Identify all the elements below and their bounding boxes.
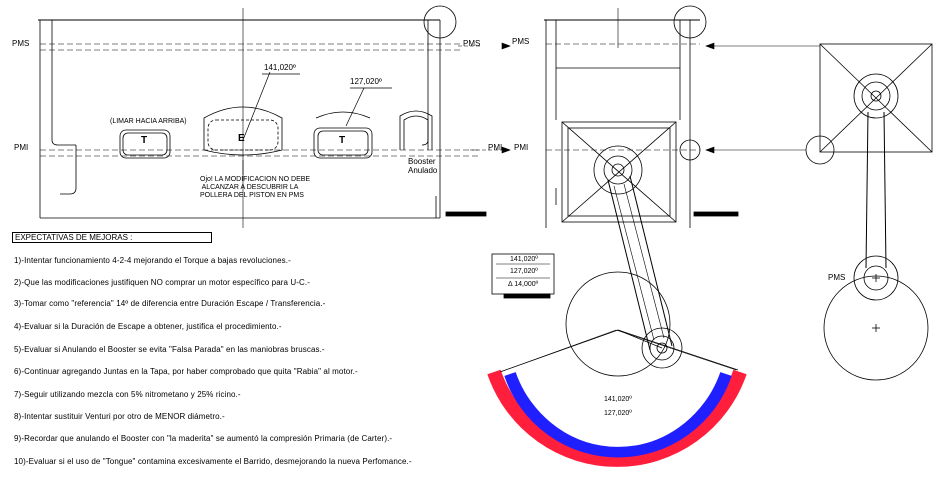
box-angle-delta: Δ 14,000º [508,281,539,288]
booster-label-2: Anulado [408,166,438,175]
pmi-label-left: PMI [14,143,29,152]
timing-arcs [487,329,747,467]
port-t-right: T [339,135,346,146]
expectativa-item: 2)-Que las modificaciones justifiquen NO… [14,278,311,287]
angle-box [491,253,555,299]
expectativa-item: 6)-Continuar agregando Juntas en la Tapa… [14,367,358,376]
engine-front-view [805,43,933,381]
arc-angle-small: 127,020º [604,410,632,417]
booster-label-1: Booster [408,157,436,166]
pms-label-left: PMS [12,39,30,48]
pms-label-right: PMS [828,273,846,282]
piston-note: Ojo! LA MODIFICACION NO DEBE ALCANZAR A … [200,176,311,200]
expectativa-item: 3)-Tomar como "referencia" 14º de difere… [14,299,326,308]
pmi-label-mid: PMI [514,143,529,152]
arc-angle-large: 141,020º [604,396,632,403]
cylinder-development [38,5,487,228]
pms-label-mid-left: PMS [463,39,481,48]
piston-note-line-1: Ojo! LA MODIFICACION NO DEBE [200,176,311,183]
pms-label-mid: PMS [512,37,530,46]
angle-label-large: 141,020º [264,63,296,72]
piston-note-line-3: POLLERA DEL PISTON EN PMS [200,192,304,199]
expectativas-title: EXPECTATIVAS DE MEJORAS : [12,232,212,243]
engine-side-view [499,5,739,377]
reference-arrows [458,42,820,154]
expectativa-item: 10)-Evaluar si el uso de "Tongue" contam… [14,457,412,466]
pmi-label-mid-left: PMI [488,143,503,152]
expectativa-item: 9)-Recordar que anulando el Booster con … [14,434,393,443]
expectativa-item: 1)-Intentar funcionamiento 4-2-4 mejoran… [14,256,291,265]
expectativa-item: 7)-Seguir utilizando mezcla con 5% nitro… [14,390,241,399]
expectativa-item: 5)-Evaluar si Anulando el Booster se evi… [14,345,325,354]
port-t-left: T [141,135,148,146]
piston-note-line-2: ALCANZAR A DESCUBRIR LA [201,184,299,191]
limar-note: (LIMAR HACIA ARRIBA) [110,118,187,125]
angle-label-small: 127,020º [350,77,382,86]
expectativa-item: 8)-Intentar sustituir Venturi por otro d… [14,412,225,421]
expectativa-item: 4)-Evaluar si la Duración de Escape a ob… [14,322,282,331]
port-e: E [238,133,245,144]
box-angle-1: 141,020º [510,256,538,263]
box-angle-2: 127,020º [510,268,538,275]
